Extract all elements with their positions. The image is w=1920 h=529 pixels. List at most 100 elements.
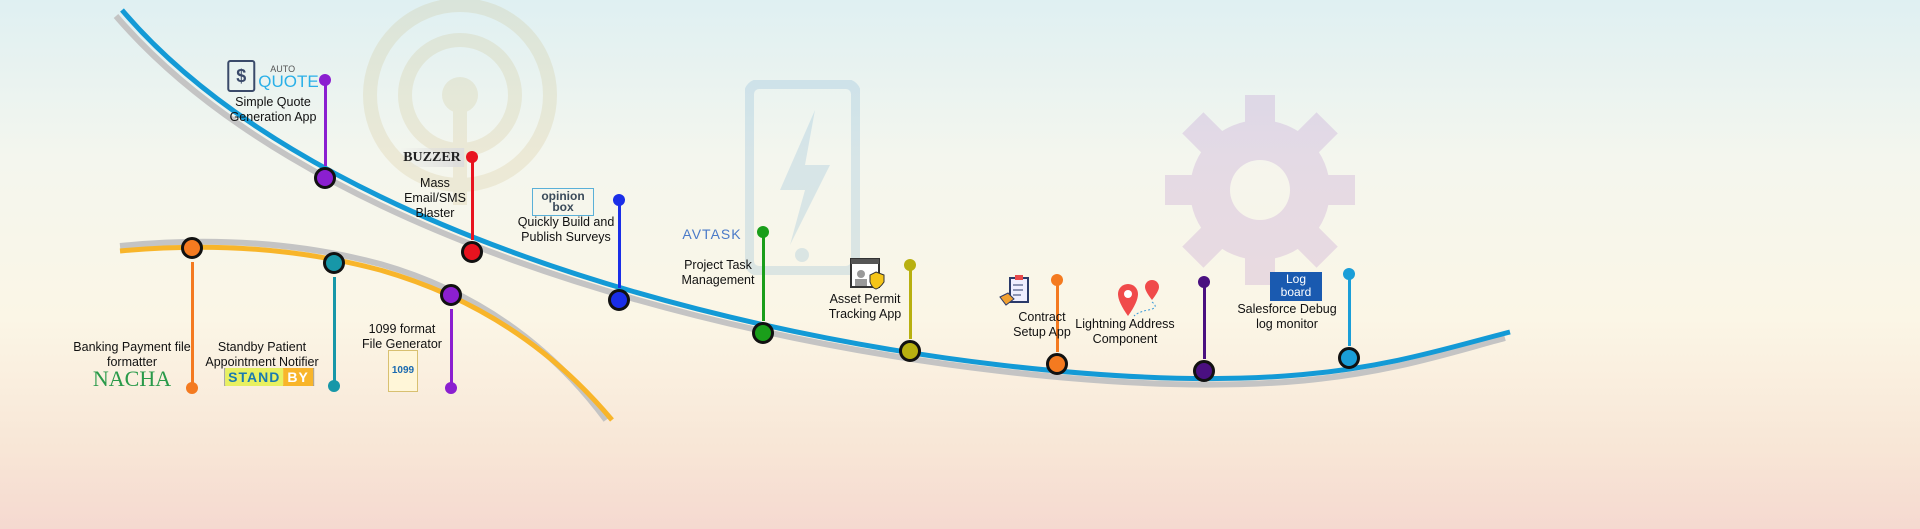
milestone-dot[interactable] [752,322,774,344]
milestone-stem-knob [328,380,340,392]
milestone-dot[interactable] [440,284,462,306]
milestone-dot[interactable] [314,167,336,189]
milestone-label-line: Banking Payment file [73,340,191,354]
milestone-stem-knob [1343,268,1355,280]
logo-text: NACHA [92,366,172,391]
milestone-stem [332,277,336,386]
milestone-stem [617,200,621,288]
milestone-label-line: Setup App [1013,325,1071,339]
milestone-label-line: Generation App [229,110,317,124]
milestone-logo [1114,280,1166,323]
map-pin-icon [1118,280,1159,317]
milestone-label-line: Email/SMS [404,191,466,205]
milestone-label-line: Contract [1018,310,1066,324]
milestone-label-line: log monitor [1256,317,1318,331]
milestone-dot[interactable] [1193,360,1215,382]
blue-track-shadow [113,14,1506,388]
milestone-stem [470,157,474,240]
milestone-label-line: Quickly Build and [517,215,615,229]
milestone-label-line: Mass [420,176,450,190]
milestone-label-line: Salesforce Debug [1237,302,1337,316]
milestone-stem [1055,280,1059,352]
milestone-stem-knob [757,226,769,238]
logo-text-main: BY [283,368,313,386]
milestone-stem [190,262,194,388]
milestone-stem [908,265,912,339]
milestone-stem-knob [1051,274,1063,286]
milestone-label-line: Appointment Notifier [205,355,319,369]
milestone-logo: opinion box [532,188,594,216]
milestone-stem-knob [904,259,916,271]
logo-text: AVTASK [682,226,742,242]
milestone-label-line: Tracking App [828,307,902,321]
milestone-dot[interactable] [1338,347,1360,369]
logo-text-main: board [1280,285,1312,299]
milestone-label-line: formatter [106,355,157,369]
milestone-stem [761,232,765,321]
milestone-stem-knob [319,74,331,86]
milestone-dot[interactable] [608,289,630,311]
milestone-logo: 1099 [388,350,418,392]
milestone-stem-knob [613,194,625,206]
milestone-stem [1202,282,1206,359]
milestone-logo: NACHA [93,366,171,392]
milestone-label-line: Component [1092,332,1158,346]
milestone-stem [323,80,327,166]
milestone-label-line: 1099 format [368,322,436,336]
tax-form-icon: 1099 [388,350,418,392]
logo-text: opinion box [532,188,594,216]
phone-watermark-icon [745,80,860,275]
milestone-label-line: File Generator [362,337,442,351]
yellow-track [119,244,614,422]
milestone-label-line: Lightning Address [1075,317,1175,331]
milestone-stem [1347,274,1351,346]
logo-text: BUZZER [400,148,464,167]
asset-permit-icon [850,258,885,290]
milestone-stem [449,309,453,388]
logo-text-top: AUTO [270,63,296,74]
milestone-logo [998,275,1034,312]
milestone-label-line: Management [681,273,755,287]
milestone-label-line: Simple Quote [235,95,311,109]
logo-text: 1099 [391,365,415,376]
contract-icon [999,275,1029,306]
milestone-label-line: Standby Patient [217,340,307,354]
milestone-dot[interactable] [899,340,921,362]
logo-text-top: Log [1285,272,1307,286]
logo-text-main: QUOTE [258,71,319,91]
gear-watermark-icon [1165,95,1355,285]
logo-text-top: STAND [225,368,284,386]
milestone-dot[interactable] [461,241,483,263]
milestone-dot[interactable] [1046,353,1068,375]
milestone-label-line: Project Task [684,258,752,272]
milestone-label-line: Asset Permit [829,292,901,306]
milestone-stem-knob [466,151,478,163]
milestone-stem-knob [445,382,457,394]
milestone-label-line: Publish Surveys [521,230,611,244]
milestone-logo [850,258,886,295]
milestone-logo: AVTASK [682,226,741,244]
blue-track [120,8,1511,382]
milestone-dot[interactable] [323,252,345,274]
dollar-document-icon: $ [227,60,256,92]
milestone-dot[interactable] [181,237,203,259]
milestone-stem-knob [186,382,198,394]
milestone-logo: BUZZER [400,148,464,167]
milestone-label-line: Blaster [415,206,455,220]
